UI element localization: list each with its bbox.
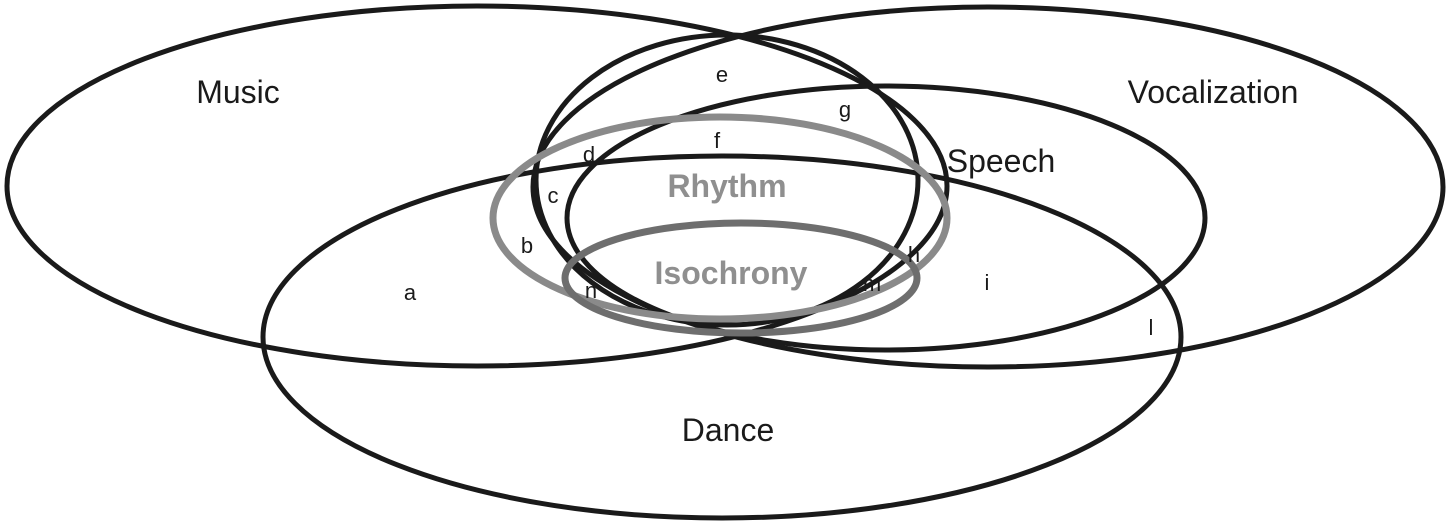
speech-ellipse — [564, 83, 1208, 353]
upper-ellipse — [533, 32, 921, 328]
rhythm-label: Rhythm — [667, 168, 786, 204]
region-label-l: l — [1149, 315, 1154, 340]
region-label-d: d — [583, 142, 595, 167]
dance-label: Dance — [682, 412, 775, 448]
region-label-c: c — [548, 183, 559, 208]
vocalization-label: Vocalization — [1128, 74, 1299, 110]
region-label-m: m — [863, 271, 881, 296]
isochrony-label: Isochrony — [655, 255, 808, 291]
music-label: Music — [196, 74, 280, 110]
region-label-i: i — [985, 270, 990, 295]
region-label-b: b — [521, 233, 533, 258]
region-label-g: g — [839, 97, 851, 122]
music-ellipse — [4, 3, 950, 369]
speech-label: Speech — [947, 143, 1056, 179]
vocalization-ellipse — [530, 4, 1446, 370]
dance-ellipse — [260, 153, 1184, 521]
region-label-e: e — [716, 62, 728, 87]
region-label-n: n — [585, 278, 597, 303]
region-label-f: f — [714, 128, 721, 153]
region-label-h: h — [908, 242, 920, 267]
isochrony-ellipse — [561, 219, 921, 337]
rhythm-ellipse — [489, 113, 951, 323]
region-label-a: a — [404, 280, 417, 305]
